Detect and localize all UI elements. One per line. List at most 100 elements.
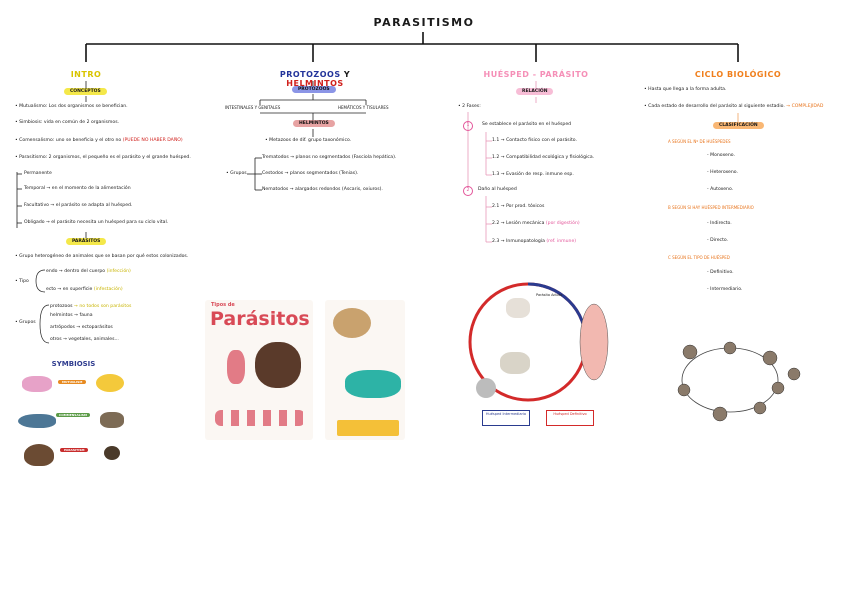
- cat-image: [24, 444, 54, 466]
- group-c-item-1: - Definitivo.: [707, 270, 734, 275]
- tipo-endo: endo → dentro del cuerpo (infección): [46, 269, 131, 275]
- fase1-number: 1: [463, 121, 473, 131]
- flower-image: [22, 376, 52, 392]
- group-c-item-2: - Intermediario.: [707, 287, 743, 292]
- parasitism-label: PARASITISM: [60, 448, 89, 452]
- intro-item-simbiosis: • Simbiosis: vida en común de 2 organism…: [15, 120, 120, 125]
- group-a-item-2: - Heteroxeno.: [707, 170, 738, 175]
- worms-image: [215, 410, 305, 426]
- tick-image: [333, 308, 371, 338]
- parasitos-item-grupo: • Grupo heterogéneo de animales que se b…: [15, 254, 189, 259]
- clasificacion-pill: CLASIFICACIÓN: [713, 122, 764, 129]
- fase2-item-2-text: 2.2 → Lesión mecánica: [492, 221, 545, 226]
- grupos-protozoos-text: protozoos: [50, 304, 73, 309]
- grupos-label: • Grupos: [15, 320, 36, 325]
- intro-item-obligado: Obligado → el parásito necesita un huésp…: [24, 220, 169, 225]
- fase2-item-3-note: (ref. inmune): [546, 239, 577, 244]
- cyst-image: [476, 378, 496, 398]
- tipo-ecto-text: ecto → en superficie: [46, 287, 93, 292]
- protozoos-heading: PROTOZOOS Y HELMINTOS: [250, 70, 380, 88]
- grupos-protozoos: protozoos → no todos son parásitos: [50, 304, 131, 310]
- host-cycle-arrows: [468, 282, 609, 402]
- ciclo-item-1: • Hasta que llega a la forma adulta.: [644, 87, 727, 92]
- intro-item-mutualismo: • Mutualismo: Los dos organismos se bene…: [15, 104, 128, 109]
- fases-intro: • 2 Fases:: [458, 104, 481, 109]
- sheep-image: [500, 352, 530, 374]
- tipo-ecto-note: (infestación): [93, 287, 123, 292]
- ciclo-heading: CICLO BIOLÓGICO: [694, 70, 782, 79]
- grupos-brace: [39, 304, 50, 344]
- grupo-nematodos: Nematodos → alargados redondos (Ascaris,…: [262, 187, 383, 192]
- protozoa-image: [227, 350, 245, 384]
- intro-heading: INTRO: [70, 70, 102, 79]
- group-c-label: C SEGÚN EL TIPO DE HUÉSPED: [668, 255, 730, 260]
- fase1-item-3: 1.3 → Evasión de resp. inmune esp.: [492, 172, 574, 177]
- parasite-blob-image: [255, 342, 301, 388]
- grupo-trematodos: Trematodos → planos no segmentados (Fasc…: [262, 155, 397, 160]
- fase2-number: 2: [463, 186, 473, 196]
- relacion-pill: RELACIÓN: [516, 88, 554, 95]
- ciclo-item-2-text: • Cada estado de desarrollo del parásito…: [644, 104, 785, 109]
- group-b-item-2: - Directo.: [707, 238, 729, 243]
- fase2-item-2-note: (por digestión): [545, 221, 580, 226]
- intermediate-host-label: Huésped Intermediario: [482, 410, 530, 426]
- intro-item-facultativo: Facultativo → el parásito se adapta al h…: [24, 203, 133, 208]
- comensalismo-text: • Comensalismo: uno se beneficia y el ot…: [15, 138, 122, 143]
- protozoos-heading-y: Y: [343, 70, 351, 79]
- definitive-host-label: Huésped Definitivo: [546, 410, 594, 426]
- mutualism-label: MUTUALISM: [58, 380, 87, 384]
- whale-image: [18, 414, 56, 428]
- protozoos-branch-left: INTESTINALES Y GENITALES: [225, 105, 281, 110]
- protozoos-heading-a: PROTOZOOS: [279, 70, 341, 79]
- grupos-otros: otros → vegetales, animales...: [50, 337, 119, 342]
- fase2-item-3: 2.3 → Inmunopatología (ref. inmune): [492, 239, 576, 245]
- helmintos-intro: • Metazoos de dif. grupo taxonómico.: [265, 138, 352, 143]
- protozoos-branch-right: HEMÁTICOS Y TISULARES: [338, 105, 389, 110]
- fase2-item-1: 2.1 → Por prod. tóxicos: [492, 204, 545, 209]
- flea-image: [104, 446, 120, 460]
- dish-image: [345, 370, 401, 398]
- grupos-protozoos-note: → no todos son parásitos: [74, 304, 132, 309]
- fase2-item-3-text: 2.3 → Inmunopatología: [492, 239, 545, 244]
- tipo-endo-note: (infección): [106, 269, 131, 274]
- infographic-title: Tipos de: [211, 302, 235, 308]
- barnacle-image: [100, 412, 124, 428]
- group-b-label: B SEGÚN SI HAY HUÉSPED INTERMEDIARIO: [668, 205, 754, 210]
- protozoos-heading-b: HELMINTOS: [286, 79, 344, 88]
- bee-image: [96, 374, 124, 392]
- commensalism-label: COMMENSALISM: [56, 413, 90, 417]
- fase2-text: Daño al huésped: [478, 187, 517, 192]
- biological-cycle-diagram: [677, 341, 801, 422]
- grupo-cestodos: Cestodos → planos segmentados (Tenias).: [262, 171, 359, 176]
- tipo-endo-text: endo → dentro del cuerpo: [46, 269, 106, 274]
- symbiosis-infographic: SYMBIOSIS MUTUALISM COMMENSALISM PARASIT…: [16, 358, 131, 473]
- fase2-item-2: 2.2 → Lesión mecánica (por digestión): [492, 221, 580, 227]
- ciclo-item-2: • Cada estado de desarrollo del parásito…: [644, 104, 823, 110]
- fase1-item-2: 1.2 → Compatibilidad ecológica y fisioló…: [492, 155, 595, 160]
- infographic-big-title: Parásitos: [210, 308, 310, 330]
- host-cycle-diagram: Parásito Adulto Huésped Intermediario Hu…: [466, 270, 611, 435]
- group-a-label: A SEGÚN EL Nº DE HUÉSPEDES: [668, 139, 731, 144]
- intro-item-temporal: Temporal → en el momento de la alimentac…: [24, 186, 131, 191]
- grupos-artropodos: artrópodos → ectoparásitos: [50, 325, 113, 330]
- intro-item-parasitismo: • Parasitismo: 2 organismos, el pequeño …: [15, 155, 191, 160]
- note-box: [337, 420, 399, 436]
- huesped-heading: HUÉSPED - PARÁSITO: [483, 70, 589, 79]
- intro-item-comensalismo: • Comensalismo: uno se beneficia y el ot…: [15, 138, 183, 144]
- protozoos-pill: PROTOZOOS: [292, 86, 336, 93]
- parasitos-pill: PARÁSITOS: [66, 238, 107, 245]
- tipo-ecto: ecto → en superficie (infestación): [46, 287, 123, 293]
- intro-item-permanente: Permanente: [24, 171, 52, 176]
- fase1-text: Se establece el parásito en el huésped: [482, 122, 572, 127]
- parasites-detail-infographic: [325, 300, 405, 440]
- helmintos-grupos-label: • Grupos: [226, 171, 247, 176]
- group-b-item-1: - Indirecto.: [707, 221, 732, 226]
- group-a-item-3: - Autoxeno.: [707, 187, 734, 192]
- fase1-item-1: 1.1 → Contacto físico con el parásito.: [492, 138, 577, 143]
- goat-image: [506, 298, 530, 318]
- adult-parasite-label: Parásito Adulto: [536, 293, 563, 297]
- comensalismo-note: (PUEDE NO HABER DAÑO): [122, 138, 183, 143]
- tipos-parasitos-infographic: Tipos de Parásitos: [205, 300, 313, 440]
- conceptos-pill: CONCEPTOS: [64, 88, 107, 95]
